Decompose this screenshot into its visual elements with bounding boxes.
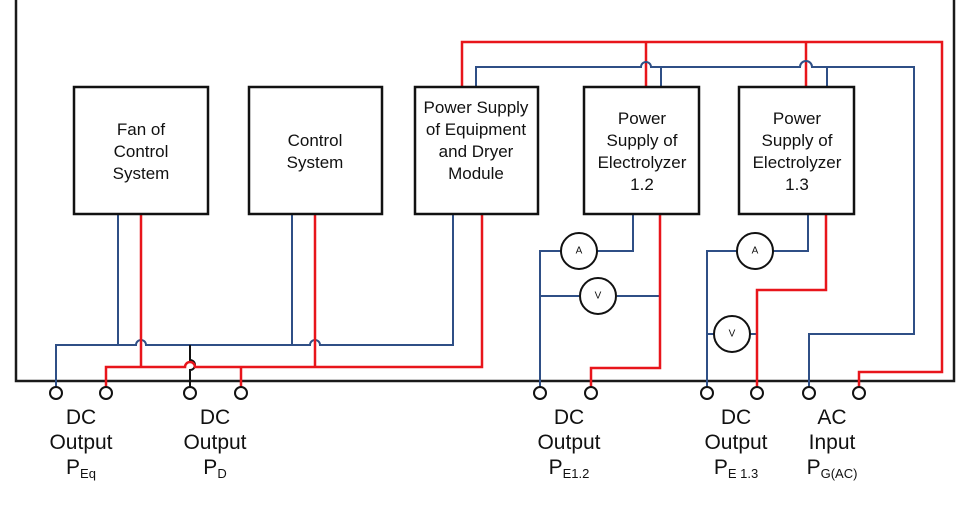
block-label-line: and Dryer: [439, 142, 514, 161]
port-direction: Output: [183, 431, 246, 454]
block-label-line: of Equipment: [426, 120, 526, 139]
block-label-line: Electrolyzer: [598, 153, 687, 172]
block-label-line: Electrolyzer: [753, 153, 842, 172]
block-label-line: Control: [114, 142, 169, 161]
block-label-line: Module: [448, 164, 504, 183]
port-symbol: PEq: [66, 456, 96, 481]
e13-negative-to-terminal: [706, 250, 737, 387]
port-symbol: PE 1.3: [714, 456, 758, 481]
port-label-p-e13: DC Output PE 1.3: [704, 406, 767, 481]
port-type: DC: [721, 406, 751, 429]
ammeter-e12: A: [560, 232, 598, 270]
port-symbol: PD: [203, 456, 226, 481]
block-label-line: Power: [773, 109, 822, 128]
block-label-line: System: [287, 153, 344, 172]
port-direction: Output: [704, 431, 767, 454]
port-type: DC: [200, 406, 230, 429]
e12-negative-to-ammeter: [597, 214, 634, 252]
port-direction: Output: [537, 431, 600, 454]
e12-positive-wire: [589, 214, 662, 387]
terminal-pd-positive: [234, 386, 248, 400]
port-type: DC: [66, 406, 96, 429]
port-symbol: PE1.2: [549, 456, 590, 481]
block-power-supply-equipment-dryer: Power Supply of Equipment and Dryer Modu…: [413, 85, 540, 216]
e12-negative-to-terminal: [539, 250, 561, 387]
ac-neutral-bus: [475, 60, 915, 387]
block-label-line: Power: [618, 109, 667, 128]
block-fan-of-control-system: Fan of Control System: [72, 85, 210, 216]
e13-negative-to-ammeter: [773, 214, 809, 252]
terminal-pgac-neutral: [802, 386, 816, 400]
port-direction: Output: [49, 431, 112, 454]
terminal-pgac-line: [852, 386, 866, 400]
ammeter-e13: A: [736, 232, 774, 270]
voltmeter-e12: V: [579, 277, 617, 315]
block-label-line: Supply of: [762, 131, 833, 150]
block-control-system: Control System: [247, 85, 384, 216]
terminal-pe13-negative: [700, 386, 714, 400]
terminal-pd-negative: [183, 386, 197, 400]
terminal-pe12-negative: [533, 386, 547, 400]
terminal-pe13-positive: [750, 386, 764, 400]
e13-positive-wire: [755, 214, 828, 387]
dc-positive-bus-left: [104, 214, 484, 387]
voltmeter-e13: V: [713, 315, 751, 353]
block-label-line: System: [113, 164, 170, 183]
ac-positive-bus: [460, 40, 944, 387]
block-label-line: 1.2: [630, 175, 654, 194]
port-label-p-eq: DC Output PEq: [49, 406, 112, 481]
meter-label: V: [729, 329, 736, 340]
block-power-supply-electrolyzer-1-3: Power Supply of Electrolyzer 1.3: [737, 85, 856, 216]
port-type: DC: [554, 406, 584, 429]
terminal-pe12-positive: [584, 386, 598, 400]
terminal-peq-negative: [49, 386, 63, 400]
terminal-peq-positive: [99, 386, 113, 400]
block-label-line: Supply of: [607, 131, 678, 150]
port-label-p-gac: AC Input PG(AC): [807, 406, 858, 481]
port-direction: Input: [809, 431, 856, 454]
dc-negative-bus-left: [55, 214, 454, 387]
block-label-line: 1.3: [785, 175, 809, 194]
enclosure-frame: [14, 0, 956, 383]
port-label-p-d: DC Output PD: [183, 406, 246, 481]
block-label-line: Fan of: [117, 120, 165, 139]
block-label-line: Power Supply: [424, 98, 529, 117]
port-label-p-e12: DC Output PE1.2: [537, 406, 600, 481]
meter-label: A: [576, 246, 583, 257]
block-label-line: Control: [288, 131, 343, 150]
port-type: AC: [817, 406, 846, 429]
meter-label: V: [595, 291, 602, 302]
meter-label: A: [752, 246, 759, 257]
port-symbol: PG(AC): [807, 456, 858, 481]
block-power-supply-electrolyzer-1-2: Power Supply of Electrolyzer 1.2: [582, 85, 701, 216]
